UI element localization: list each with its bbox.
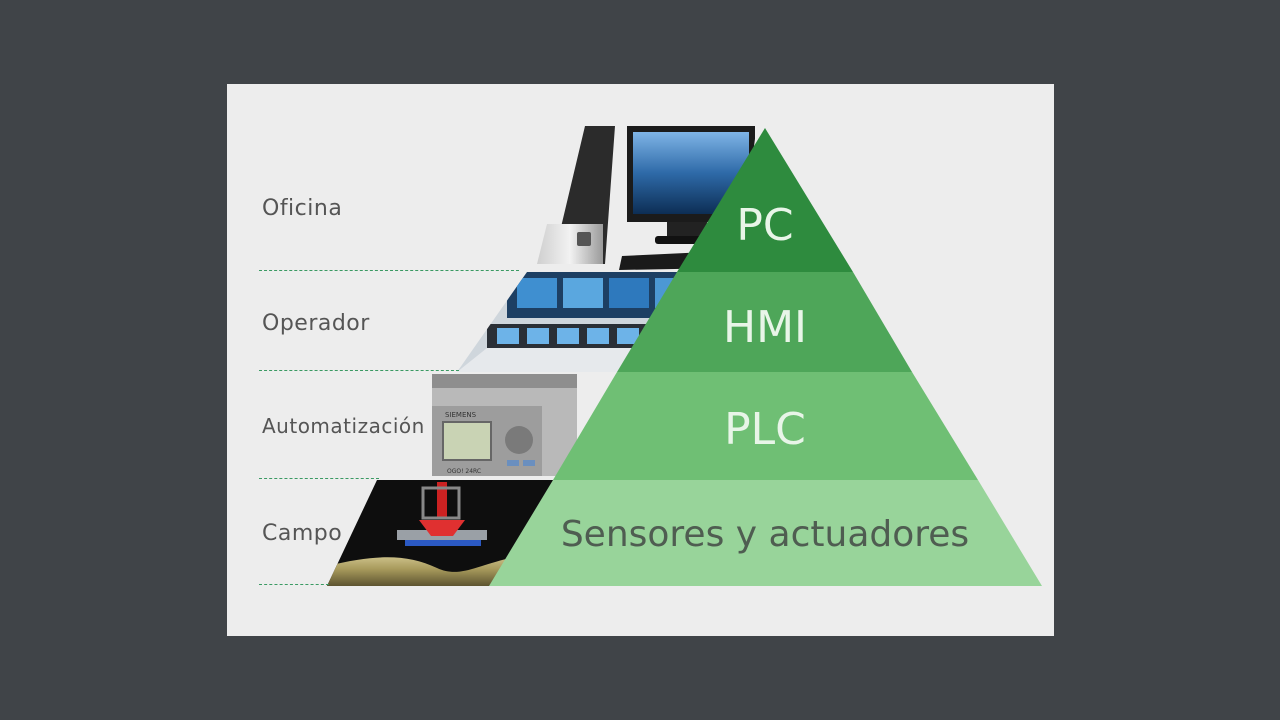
divider-line <box>259 478 379 479</box>
pyramid-tier-field <box>489 480 1042 586</box>
level-label-field: Campo <box>262 521 343 546</box>
pyramid-tier-plc <box>553 372 978 480</box>
tier-label-hmi: HMI <box>722 302 808 353</box>
plc-image: SIEMENS OGO! 24RC <box>432 374 577 476</box>
divider-line <box>259 270 519 271</box>
tier-label-field: Sensores y actuadores <box>560 514 970 555</box>
plc-brand-text: SIEMENS <box>445 411 477 419</box>
pyramid-illustration: SIEMENS OGO! 24RC <box>327 126 1042 586</box>
slide: SIEMENS OGO! 24RC PC HMI PLC Sensores y … <box>227 84 1054 636</box>
pyramid-tier-pc <box>677 128 853 272</box>
plc-model-text: OGO! 24RC <box>447 468 481 475</box>
divider-line <box>259 584 329 585</box>
level-label-office: Oficina <box>262 196 343 221</box>
level-label-automation: Automatización <box>262 414 425 438</box>
pyramid-tier-hmi <box>617 272 912 372</box>
tier-label-plc: PLC <box>724 404 806 455</box>
tier-label-pc: PC <box>736 200 794 251</box>
divider-line <box>259 370 459 371</box>
level-label-operator: Operador <box>262 311 370 336</box>
